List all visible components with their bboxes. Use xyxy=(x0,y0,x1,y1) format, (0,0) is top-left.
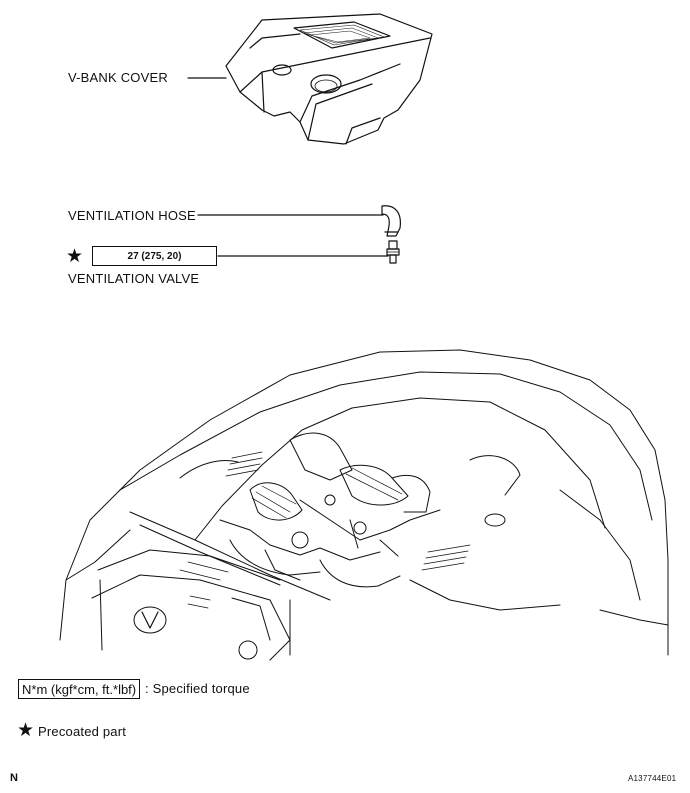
ventilation-hose-label: VENTILATION HOSE xyxy=(68,208,196,223)
footer-figure-code: A137744E01 xyxy=(628,774,677,783)
footer-left-code: N xyxy=(10,772,19,784)
precoated-legend-star-icon: ★ xyxy=(17,720,35,741)
precoated-legend-text: Precoated part xyxy=(38,724,127,739)
ventilation-valve-label: VENTILATION VALVE xyxy=(68,271,200,286)
torque-spec-box: 27 (275, 20) xyxy=(92,246,217,266)
torque-legend-box: N*m (kgf*cm, ft.*lbf) xyxy=(18,679,141,699)
v-bank-cover-label: V-BANK COVER xyxy=(68,70,168,85)
vehicle-engine-bay-drawing xyxy=(59,349,669,661)
v-bank-cover-drawing xyxy=(225,13,433,145)
torque-legend-text: : Specified torque xyxy=(145,681,250,696)
precoated-star-icon: ★ xyxy=(66,246,84,267)
ventilation-hose-drawing xyxy=(381,205,401,237)
ventilation-valve-drawing xyxy=(386,240,400,264)
